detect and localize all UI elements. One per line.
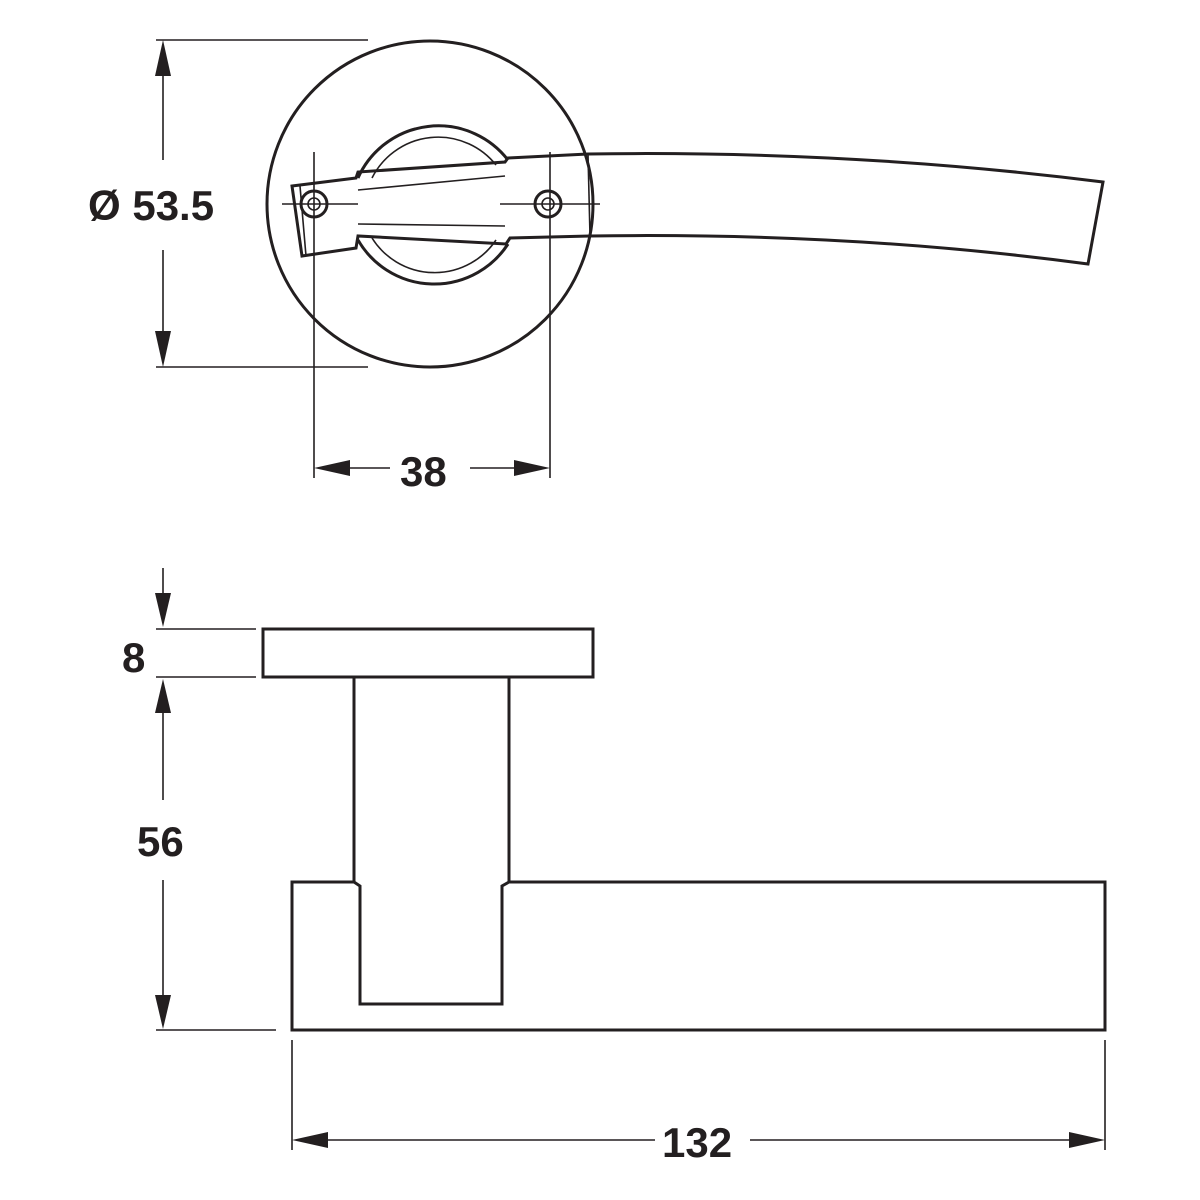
boss-inner-ring-upper [371,136,497,179]
lever-arm-inner-upper [357,175,506,191]
lever-projection-label: 56 [137,818,184,865]
dimension-rose-diameter: Ø 53.5 [88,39,368,368]
arrow-length-left [292,1132,328,1148]
arrow-thickness-down [155,593,171,627]
arrow-down [155,331,171,367]
arrow-length-right [1069,1132,1105,1148]
dimension-lever-length: 132 [291,1040,1106,1166]
lever-bar [290,880,1107,1032]
neck-socket [353,880,510,1006]
arrow-projection-down [155,995,171,1029]
rose-thickness-label: 8 [122,634,145,681]
lever-arm-inner-lower [357,223,506,227]
fixing-centres-label: 38 [400,448,447,495]
dimension-rose-thickness: 8 [122,568,256,681]
arrow-left [314,460,350,476]
dimension-fixing-centres: 38 [313,152,551,495]
lever-length-label: 132 [662,1119,732,1166]
rose-diameter-label: Ø 53.5 [88,182,214,229]
lever-arm-outline [290,152,1105,266]
boss-ring-upper [356,124,510,179]
lever-end-joint [587,153,591,237]
arrow-projection-up [155,679,171,713]
side-view [261,627,1107,1032]
front-view [265,39,1105,369]
dimension-lever-projection: 56 [137,679,276,1031]
arrow-right [514,460,550,476]
boss-inner-ring-lower [371,237,497,274]
arrow-up [155,40,171,76]
lever-neck [352,677,511,882]
boss-ring-lower [356,239,510,286]
rose-plate [261,627,595,679]
